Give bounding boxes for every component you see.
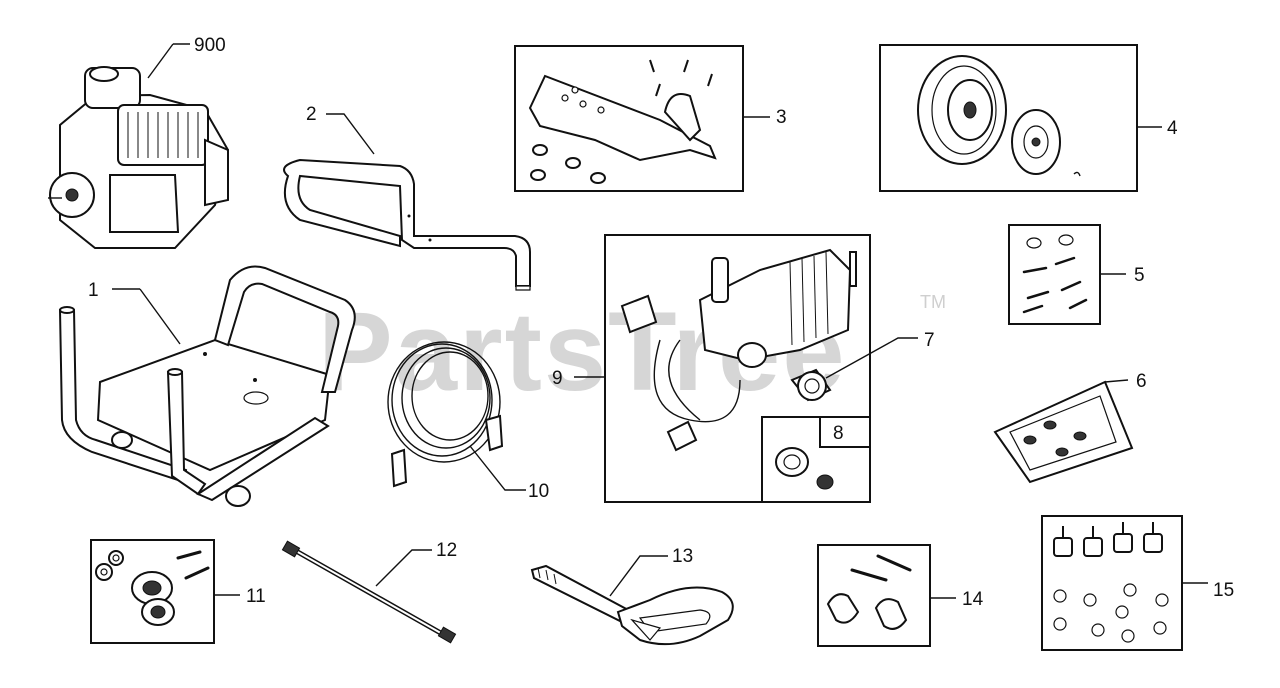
adapter-part[interactable] xyxy=(790,368,832,402)
fitting-sub-box xyxy=(761,416,871,503)
accessory-bag-part[interactable] xyxy=(993,380,1134,484)
bearing-kit-part xyxy=(95,550,210,626)
adapter-callout: 7 xyxy=(924,330,935,351)
foot-kit-callout: 15 xyxy=(1213,580,1234,601)
hose-part[interactable] xyxy=(387,341,504,488)
lance-callout: 12 xyxy=(436,540,457,561)
bearing-kit-callout: 11 xyxy=(246,586,266,607)
engine-leader xyxy=(147,43,174,79)
lance-part[interactable] xyxy=(281,540,457,644)
frame-callout: 1 xyxy=(88,280,99,301)
lance-leader xyxy=(375,549,432,587)
knob-kit-part xyxy=(826,554,912,630)
wheel-kit-callout: 4 xyxy=(1167,118,1178,139)
pump-part xyxy=(620,248,857,452)
adapter-leader xyxy=(825,337,918,379)
gun-callout: 13 xyxy=(672,546,693,567)
guard-kit-part xyxy=(528,59,717,184)
bolt-kit-callout: 5 xyxy=(1134,265,1145,286)
engine-callout: 900 xyxy=(194,35,226,56)
pump-callout: 9 xyxy=(552,368,563,389)
hose-callout: 10 xyxy=(528,481,549,502)
fitting-callout: 8 xyxy=(833,423,844,444)
accessory-bag-callout: 6 xyxy=(1136,371,1147,392)
handle-callout: 2 xyxy=(306,104,317,125)
bearing-kit-box[interactable] xyxy=(90,539,215,644)
knob-kit-box[interactable] xyxy=(817,544,931,647)
bolt-kit-part xyxy=(1022,234,1088,314)
fitting-part[interactable] xyxy=(775,447,834,490)
watermark-trademark: TM xyxy=(920,292,946,312)
gun-part[interactable] xyxy=(530,564,734,646)
guard-kit-box[interactable] xyxy=(514,45,744,192)
guard-kit-callout: 3 xyxy=(776,107,787,128)
foot-kit-part xyxy=(1053,522,1169,643)
wheel-part xyxy=(917,55,1081,177)
pump-box[interactable] xyxy=(604,234,871,503)
accessory-bag-leader xyxy=(1104,379,1129,383)
wheel-kit-box[interactable] xyxy=(879,44,1138,192)
gun-leader xyxy=(609,555,668,597)
frame-part[interactable] xyxy=(58,265,356,507)
handle-part[interactable] xyxy=(283,158,531,291)
hose-leader xyxy=(469,445,526,491)
engine-part[interactable] xyxy=(48,66,230,249)
handle-leader xyxy=(326,113,375,155)
knob-kit-callout: 14 xyxy=(962,589,984,610)
bolt-kit-box[interactable] xyxy=(1008,224,1101,325)
